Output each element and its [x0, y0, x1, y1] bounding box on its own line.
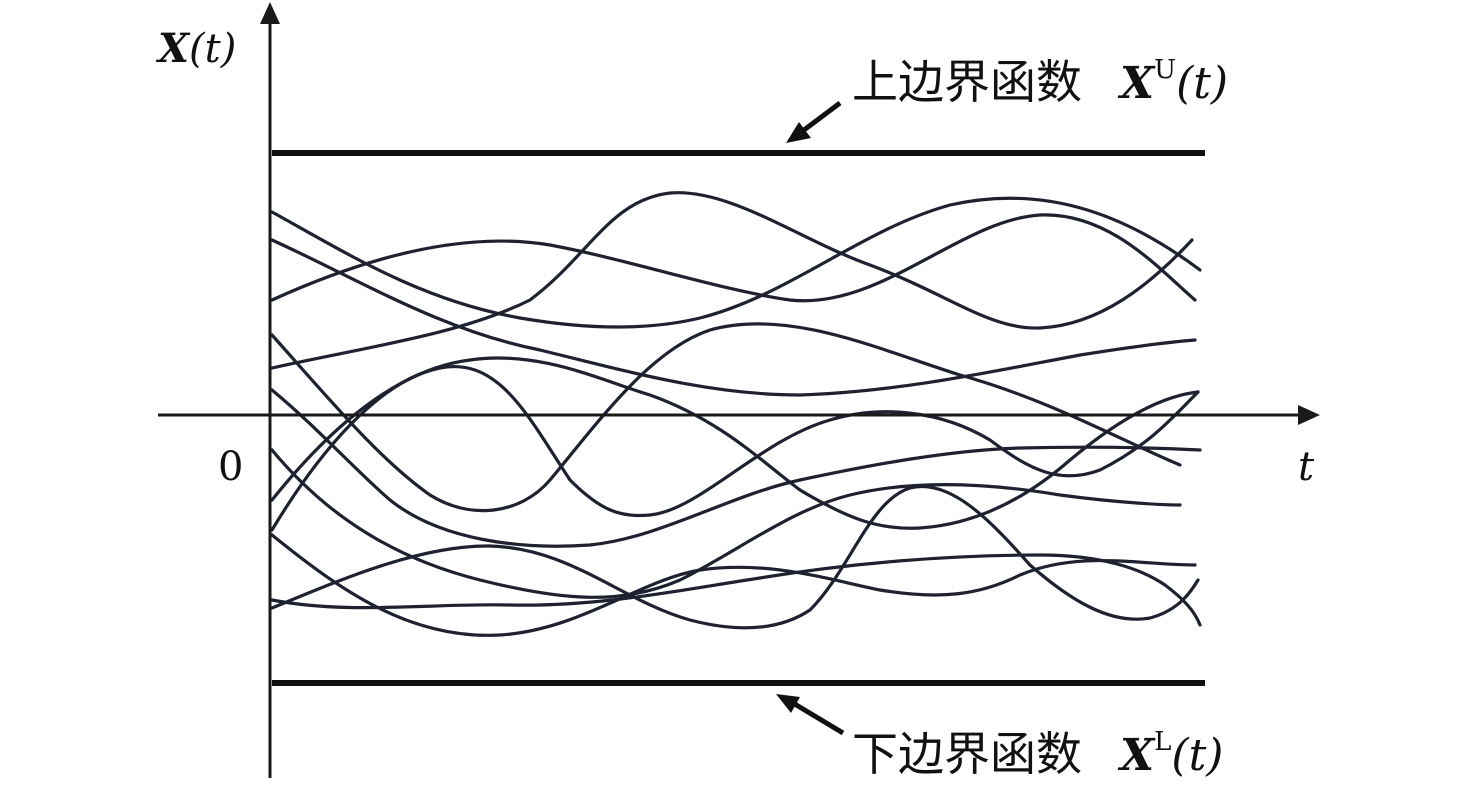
trajectory-curve [270, 388, 1202, 548]
y-axis-label: X(t) [155, 25, 236, 72]
lower-bound-symbol: XL(t) [1117, 727, 1223, 781]
upper-bound-superscript: U [1154, 55, 1176, 85]
trajectory-curve [270, 191, 1194, 370]
upper-bound-argument: (t) [1176, 58, 1228, 109]
x-axis-label: t [1298, 444, 1315, 490]
y-axis-label-var: X [155, 25, 191, 72]
lower-bound-caption: 下边界函数 [852, 727, 1082, 781]
trajectory-curve [270, 196, 1202, 329]
origin-label: 0 [218, 444, 243, 490]
y-axis-label-arg: (t) [189, 26, 236, 72]
trajectory-curve [270, 448, 1182, 599]
lower-bound-argument: (t) [1171, 730, 1223, 781]
lower-bound-superscript: L [1154, 727, 1171, 757]
lower-bound-symbol-var: X [1117, 730, 1156, 781]
upper-bound-symbol: XU(t) [1117, 55, 1228, 109]
lower-bound-pointer [791, 700, 845, 736]
trajectory-curve [270, 484, 1200, 630]
upper-bound-caption: 上边界函数 [852, 55, 1082, 109]
upper-bound-caption-text: 上边界函数 [852, 55, 1082, 109]
trajectory-group [270, 191, 1202, 637]
trajectory-curve [270, 322, 1182, 513]
x-axis-arrowhead [1298, 405, 1320, 425]
trajectory-curve [270, 553, 1202, 627]
upper-bound-symbol-var: X [1117, 58, 1156, 109]
y-axis-arrowhead [260, 2, 280, 24]
lower-bound-pointer-head [776, 694, 800, 713]
trajectory-curve [270, 356, 1200, 530]
upper-bound-pointer-head [786, 122, 811, 143]
trajectory-curve [270, 213, 1197, 303]
upper-bound-pointer [798, 101, 842, 135]
lower-bound-caption-text: 下边界函数 [852, 727, 1082, 781]
trajectory-curve [270, 238, 1197, 397]
